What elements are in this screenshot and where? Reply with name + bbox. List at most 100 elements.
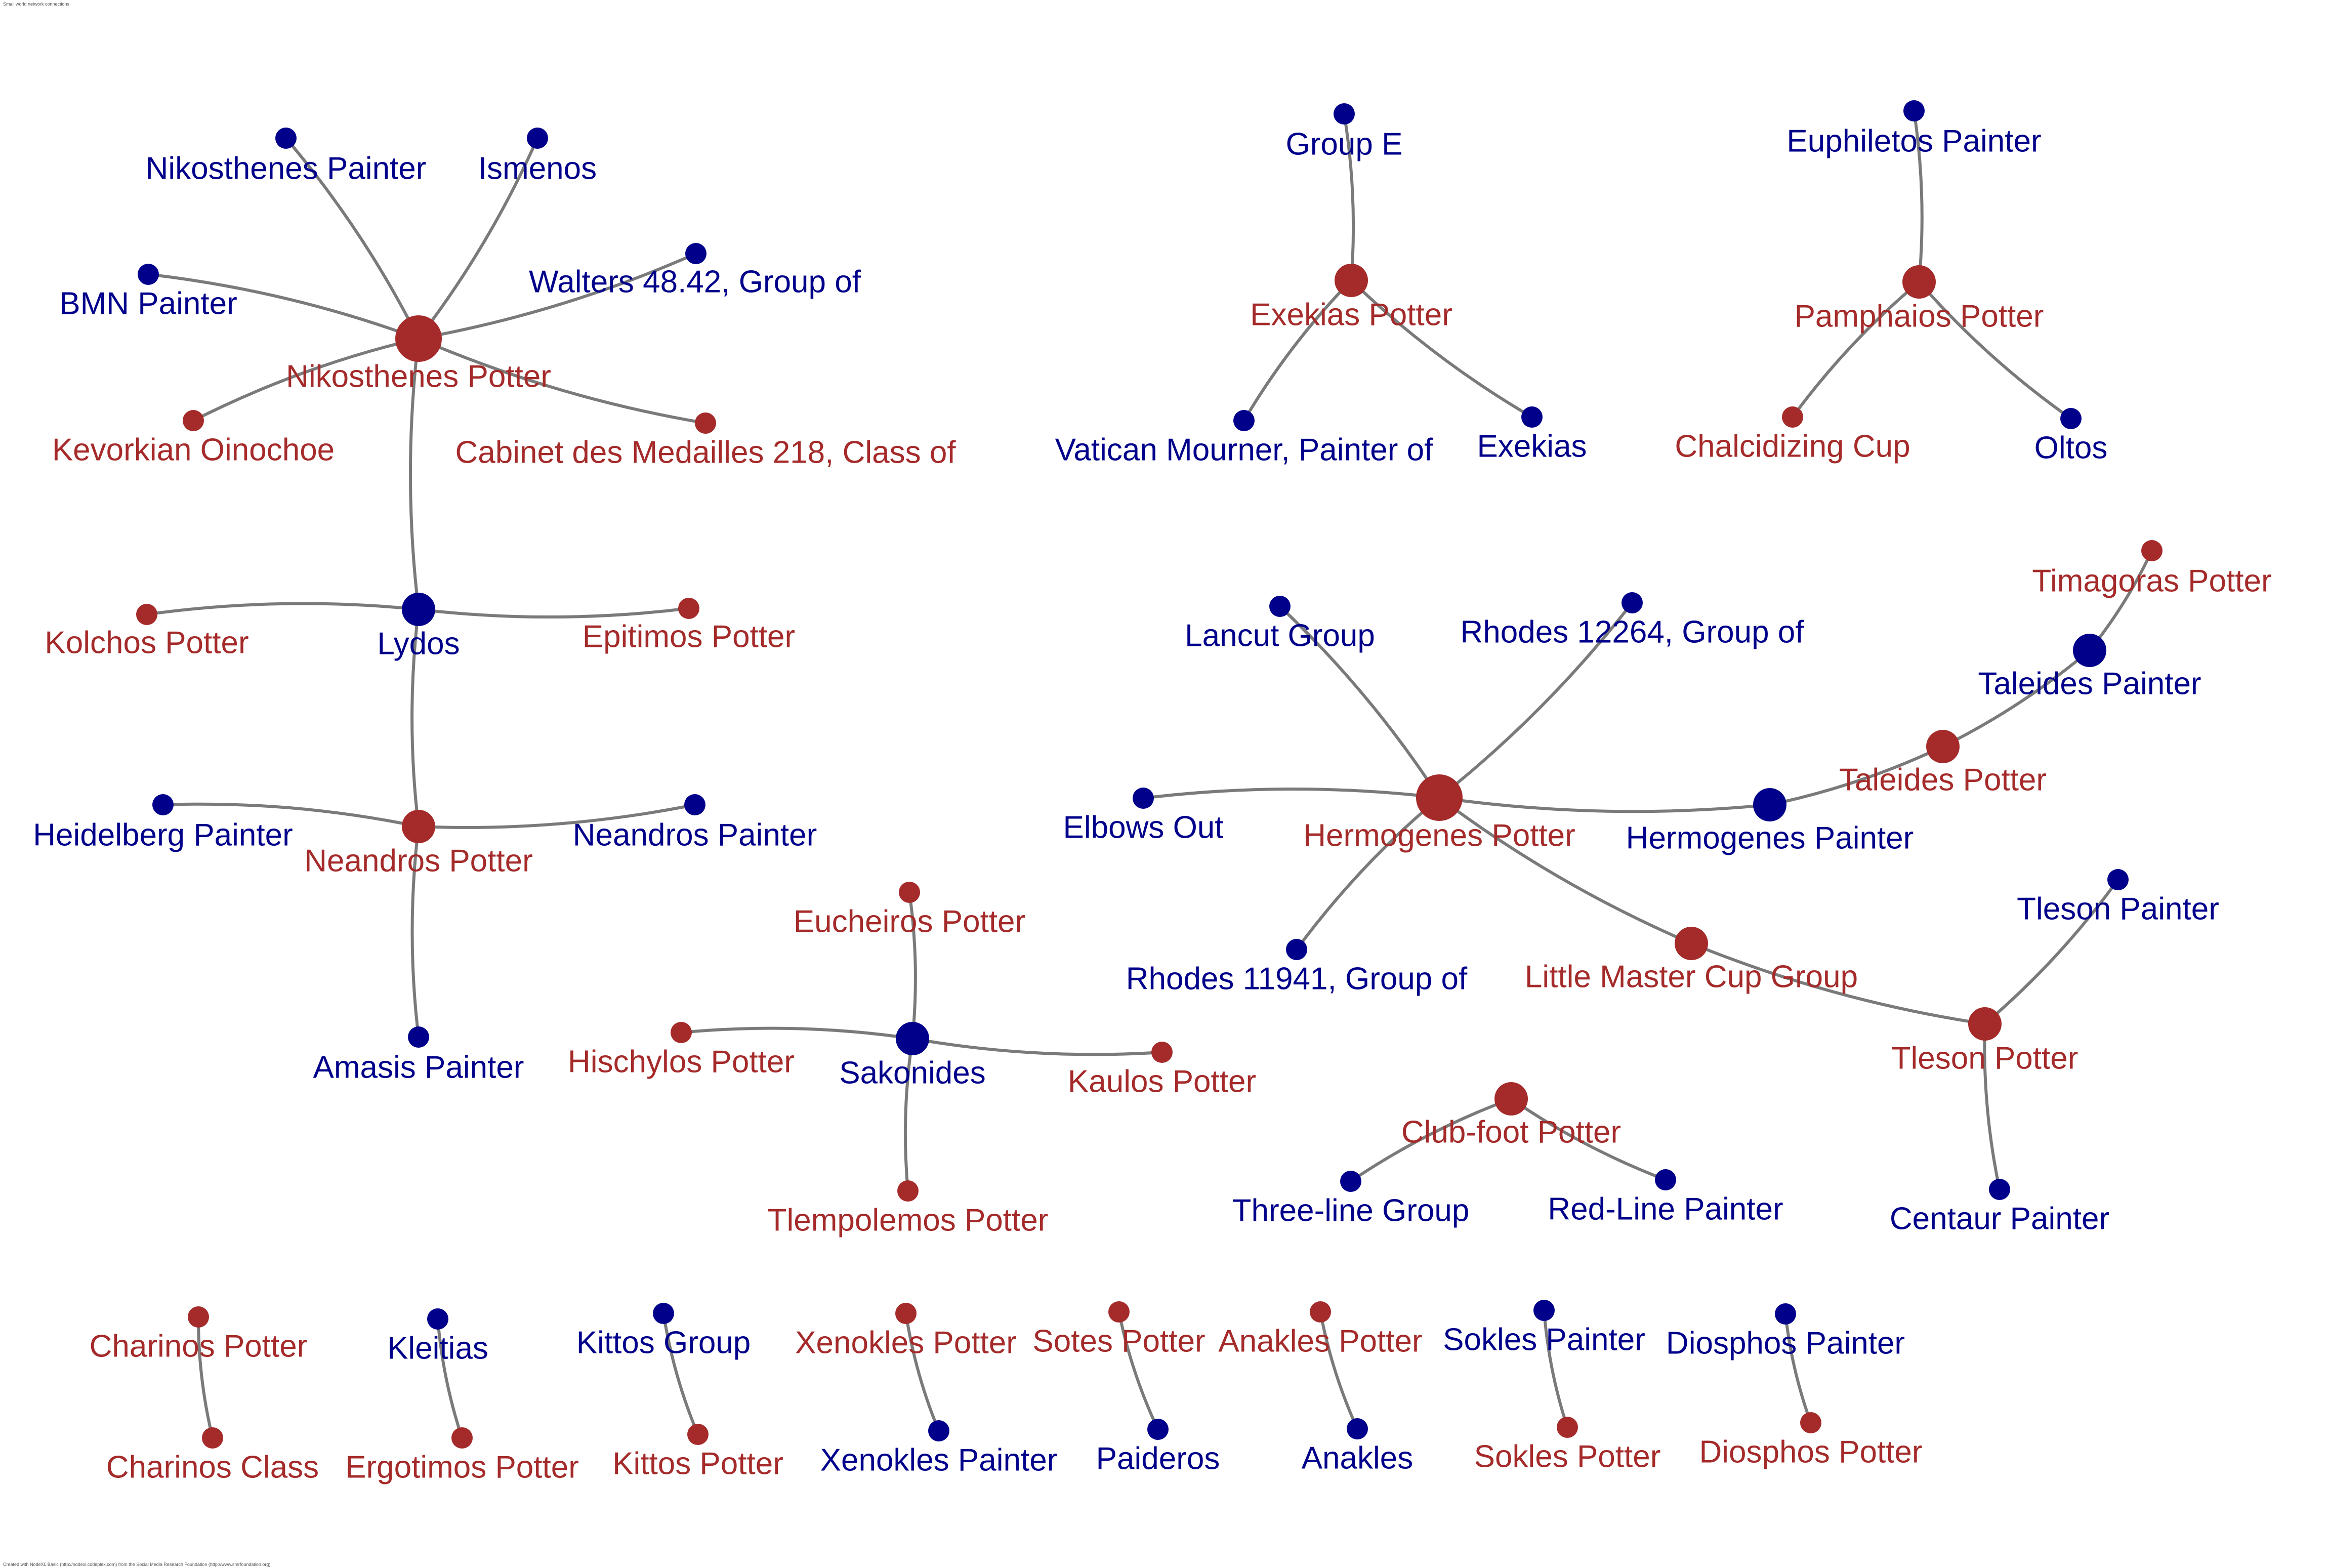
node-label-little-master: Little Master Cup Group [1525,959,1858,994]
node-label-red-line: Red-Line Painter [1548,1191,1783,1226]
node-label-sokles-potter: Sokles Potter [1474,1439,1661,1474]
node-rhodes-11941[interactable] [1286,939,1307,960]
node-taleides-potter[interactable] [1926,730,1960,763]
node-label-hermogenes-potter: Hermogenes Potter [1303,818,1575,853]
node-group-e[interactable] [1334,103,1355,125]
node-xenokles-potter[interactable] [895,1303,917,1324]
node-ismenos[interactable] [527,128,548,149]
node-centaur[interactable] [1989,1179,2010,1200]
node-kittos-group[interactable] [653,1303,674,1324]
node-bmn-painter[interactable] [138,264,159,285]
node-walters[interactable] [685,243,706,264]
edge-hermogenes-painter-taleides-potter [1769,745,1944,806]
node-diosphos-potter[interactable] [1800,1412,1821,1433]
node-euphiletos[interactable] [1903,100,1925,121]
node-label-lancut: Lancut Group [1185,618,1375,653]
node-kolchos[interactable] [136,604,157,625]
node-pamphaios[interactable] [1902,265,1936,299]
node-anakles-potter[interactable] [1310,1301,1331,1323]
edge-nikosthenes-potter-bmn-painter [148,273,420,340]
edge-club-foot-three-line [1350,1097,1512,1183]
edge-hermogenes-potter-lancut [1278,605,1441,799]
node-label-timagoras: Timagoras Potter [2032,563,2271,598]
edge-sakonides-kaulos [912,1037,1162,1056]
edge-lydos-epitimos [418,607,689,619]
node-label-hermogenes-painter: Hermogenes Painter [1626,820,1914,855]
node-label-xenokles-painter: Xenokles Painter [820,1442,1058,1477]
node-xenokles-painter[interactable] [928,1420,949,1441]
node-epitimos[interactable] [678,598,699,619]
edge-nikosthenes-potter-nikosthenes-painter [284,137,420,340]
node-label-elbows-out: Elbows Out [1063,810,1223,845]
node-label-walters: Walters 48.42, Group of [529,264,861,299]
node-label-paideros: Paideros [1096,1441,1220,1476]
node-hischylos[interactable] [671,1022,692,1043]
node-taleides-painter[interactable] [2073,634,2106,667]
node-kevorkian[interactable] [183,410,204,431]
node-label-sotes: Sotes Potter [1032,1324,1205,1358]
node-label-ergotimos: Ergotimos Potter [345,1450,579,1484]
node-label-group-e: Group E [1286,127,1403,161]
node-neandros-potter[interactable] [402,810,435,843]
node-elbows-out[interactable] [1133,788,1154,809]
node-exekias[interactable] [1521,406,1543,428]
node-three-line[interactable] [1340,1171,1361,1192]
node-label-centaur: Centaur Painter [1890,1201,2109,1236]
node-club-foot[interactable] [1494,1082,1528,1116]
node-kittos-potter[interactable] [687,1424,709,1445]
node-label-neandros-painter: Neandros Painter [573,817,817,852]
node-sotes[interactable] [1108,1301,1130,1323]
node-hermogenes-potter[interactable] [1416,774,1463,821]
edge-neandros-potter-neandros-painter [418,803,695,829]
node-kleitias[interactable] [427,1308,448,1330]
node-kaulos[interactable] [1151,1042,1173,1063]
node-red-line[interactable] [1655,1169,1676,1190]
node-neandros-painter[interactable] [684,794,705,815]
node-label-tleson-potter: Tleson Potter [1892,1041,2078,1076]
node-timagoras[interactable] [2141,540,2163,561]
node-amasis[interactable] [408,1026,429,1048]
node-layer [136,100,2163,1449]
node-nikosthenes-painter[interactable] [275,128,297,149]
node-label-epitimos: Epitimos Potter [583,619,795,654]
node-label-lydos: Lydos [377,626,460,661]
node-paideros[interactable] [1147,1419,1169,1440]
edge-pamphaios-oltos [1918,281,2072,420]
node-anakles[interactable] [1347,1418,1368,1439]
node-tleson-potter[interactable] [1968,1007,2002,1041]
node-label-amasis: Amasis Painter [313,1050,524,1085]
node-ergotimos[interactable] [451,1427,473,1449]
node-eucheiros[interactable] [899,882,920,903]
edge-neandros-potter-amasis [410,826,420,1038]
edge-lydos-neandros-potter [410,609,420,827]
node-charinos-class[interactable] [202,1427,223,1449]
node-label-nikosthenes-painter: Nikosthenes Painter [146,151,427,186]
node-label-heidelberg: Heidelberg Painter [33,817,293,852]
node-cabinet[interactable] [695,412,716,434]
node-label-club-foot: Club-foot Potter [1401,1115,1621,1149]
node-vatican[interactable] [1233,410,1255,431]
node-label-cabinet: Cabinet des Medailles 218, Class of [455,435,956,470]
node-diosphos-painter[interactable] [1775,1303,1796,1325]
node-oltos[interactable] [2060,408,2082,429]
node-little-master[interactable] [1675,927,1708,960]
node-exekias-potter[interactable] [1335,264,1368,297]
node-heidelberg[interactable] [152,794,174,815]
node-lancut[interactable] [1269,596,1291,617]
node-sakonides[interactable] [896,1022,929,1055]
node-nikosthenes-potter[interactable] [395,315,442,362]
node-chalcidizing[interactable] [1782,406,1803,428]
node-tlempolemos[interactable] [897,1180,919,1202]
node-hermogenes-painter[interactable] [1753,788,1786,821]
node-label-bmn-painter: BMN Painter [59,286,237,321]
node-label-neandros-potter: Neandros Potter [304,843,532,878]
node-charinos-potter[interactable] [188,1306,209,1328]
node-lydos[interactable] [402,593,435,626]
node-sokles-painter[interactable] [1533,1300,1555,1321]
node-sokles-potter[interactable] [1557,1417,1578,1438]
node-rhodes-12264[interactable] [1622,592,1643,613]
header-note: Small world network connections [3,2,70,7]
node-label-oltos: Oltos [2034,430,2108,465]
node-tleson-painter[interactable] [2107,869,2129,890]
